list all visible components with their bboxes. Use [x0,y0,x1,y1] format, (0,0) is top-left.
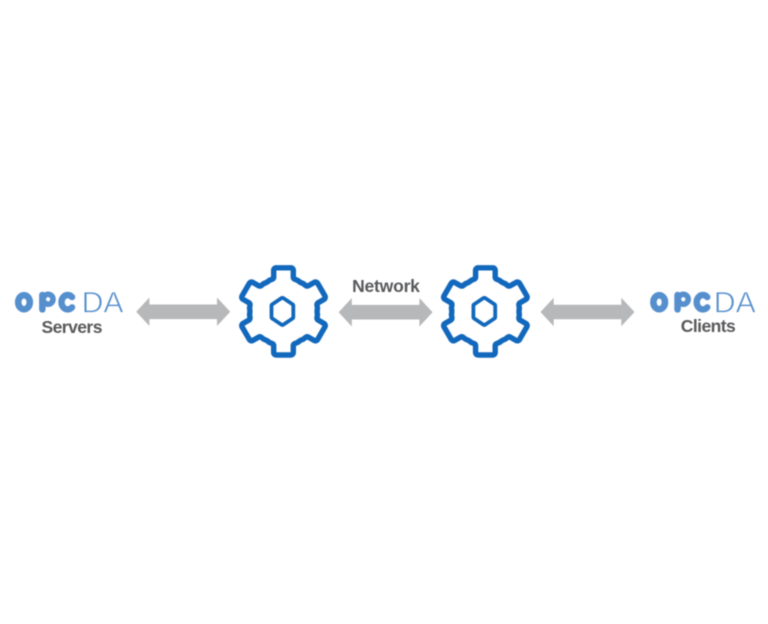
svg-text:DA: DA [714,287,756,320]
svg-text:Servers: Servers [42,317,103,337]
svg-text:DA: DA [82,287,124,320]
svg-text:Clients: Clients [681,316,736,336]
svg-text:Network: Network [352,276,420,296]
